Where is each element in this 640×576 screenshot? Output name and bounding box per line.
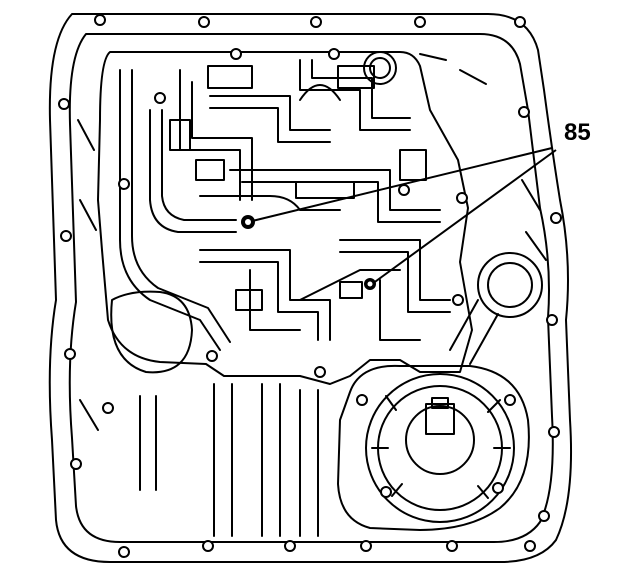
bolt-hole-icon: [230, 48, 242, 60]
filter-nut-top: [431, 397, 449, 409]
filter-outer-ring: [365, 373, 515, 523]
pan-texture-top: [419, 53, 487, 85]
channel-5: [229, 169, 441, 211]
bolt-hole-icon: [58, 98, 70, 110]
bolt-hole-icon: [504, 394, 516, 406]
bolt-hole-icon: [328, 48, 340, 60]
channel-4: [209, 95, 331, 131]
bolt-hole-icon: [314, 366, 326, 378]
bolt-hole-icon: [60, 230, 72, 242]
pocket-5: [399, 149, 427, 181]
bolt-hole-icon: [550, 212, 562, 224]
bolt-hole-icon: [70, 458, 82, 470]
pocket-7: [339, 281, 363, 299]
pocket-8: [169, 119, 191, 151]
filter-inner-ring: [405, 405, 475, 475]
pocket-3: [195, 159, 225, 181]
right-bore-arm: [449, 299, 499, 365]
bolt-hole-icon: [456, 192, 468, 204]
bolt-hole-icon: [102, 402, 114, 414]
channel-3: [179, 69, 241, 201]
bolt-hole-icon: [548, 426, 560, 438]
top-right-boss: [363, 51, 397, 85]
right-bore-inner: [487, 262, 533, 308]
bolt-hole-icon: [398, 184, 410, 196]
bolt-hole-icon: [524, 540, 536, 552]
channel-6b: [199, 261, 319, 341]
bolt-hole-icon: [546, 314, 558, 326]
bolt-hole-icon: [118, 546, 130, 558]
bolt-hole-icon: [514, 16, 526, 28]
channel-4b: [209, 107, 331, 143]
bolt-hole-icon: [492, 482, 504, 494]
bolt-hole-icon: [202, 540, 214, 552]
bolt-hole-icon: [118, 178, 130, 190]
channel-12: [299, 269, 401, 301]
pan-texture-left: [77, 119, 99, 431]
bolt-hole-icon: [380, 486, 392, 498]
callout-leader-2: [371, 149, 557, 285]
upper-boss: [299, 84, 341, 101]
pocket-4: [295, 181, 355, 199]
channel-1: [119, 69, 221, 351]
channel-1b: [131, 69, 231, 343]
bolt-hole-icon: [64, 348, 76, 360]
bolt-hole-group: [58, 14, 562, 558]
bolt-hole-icon: [284, 540, 296, 552]
bolt-hole-icon: [198, 16, 210, 28]
pocket-6: [235, 289, 263, 311]
bolt-hole-icon: [356, 394, 368, 406]
filter-housing: [337, 364, 530, 531]
channel-8: [299, 59, 411, 131]
filter-ribs: [371, 395, 511, 499]
channel-6: [199, 249, 331, 341]
bolt-hole-icon: [360, 540, 372, 552]
channel-7b: [339, 251, 451, 313]
channel-8b: [311, 59, 411, 119]
bolt-hole-icon: [452, 294, 464, 306]
bolt-hole-icon: [518, 106, 530, 118]
bolt-hole-icon: [94, 14, 106, 26]
top-right-boss-inner: [369, 57, 391, 79]
channel-10: [379, 279, 421, 341]
valve-body-outline: [97, 51, 473, 385]
bolt-hole-icon: [206, 350, 218, 362]
bolt-hole-icon: [414, 16, 426, 28]
bolt-hole-icon: [310, 16, 322, 28]
callout-label: 85: [564, 119, 591, 146]
bolt-hole-icon: [446, 540, 458, 552]
bolt-hole-icon: [538, 510, 550, 522]
bolt-hole-icon: [154, 92, 166, 104]
channel-2b: [161, 109, 237, 221]
channel-2: [149, 109, 237, 233]
pocket-1: [207, 65, 253, 89]
pan-texture-right: [521, 179, 547, 261]
callout-leader-1: [247, 147, 553, 223]
right-bore-outer: [477, 252, 543, 318]
filter-nut: [425, 403, 455, 435]
channel-7: [339, 239, 451, 301]
pan-inner-outline: [68, 33, 554, 543]
left-bore: [110, 290, 193, 374]
pan-outer-outline: [48, 13, 572, 563]
